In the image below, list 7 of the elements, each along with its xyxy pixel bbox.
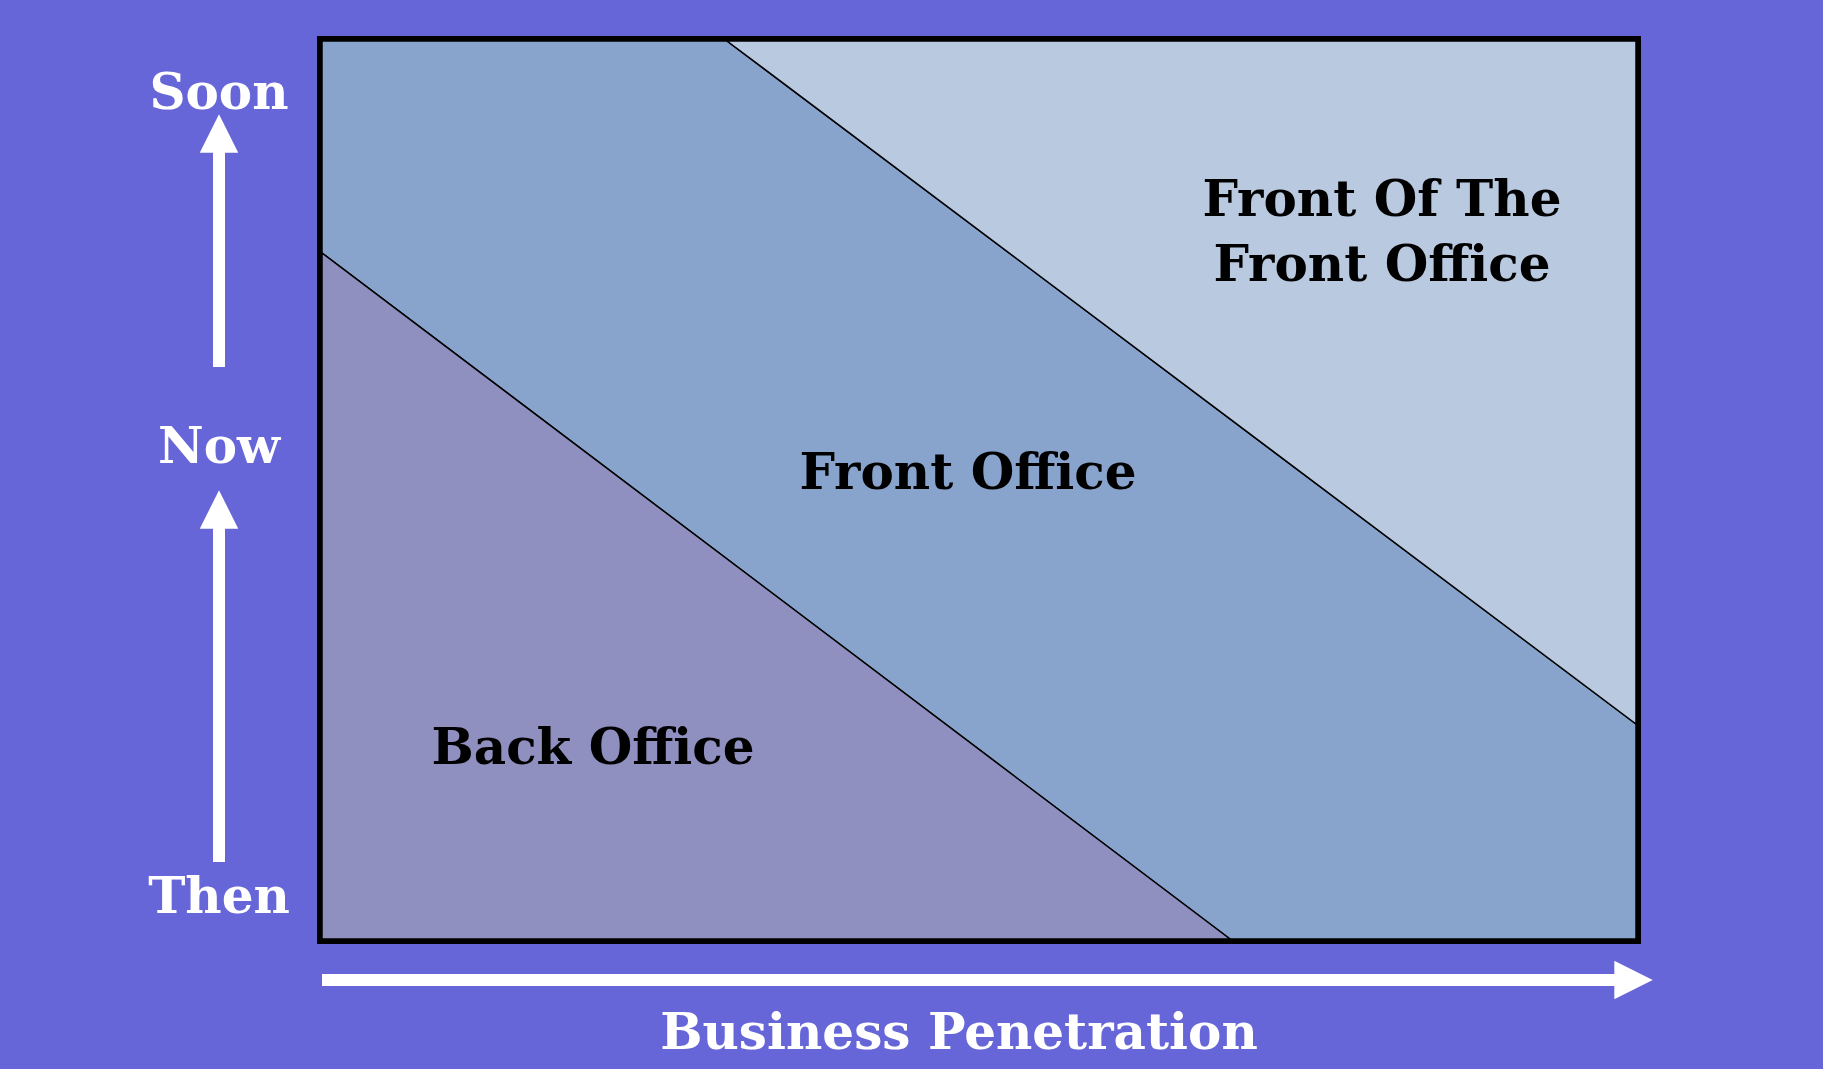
region-label: Front Office [798, 440, 1138, 503]
axis-label: Then [148, 865, 290, 925]
axis-title: Business Penetration [660, 1001, 1258, 1061]
region-label: Front Of The Front Office [1201, 168, 1563, 295]
axis-label: Soon [149, 61, 289, 121]
axis-label: Now [157, 415, 281, 475]
region-label: Back Office [430, 715, 756, 778]
